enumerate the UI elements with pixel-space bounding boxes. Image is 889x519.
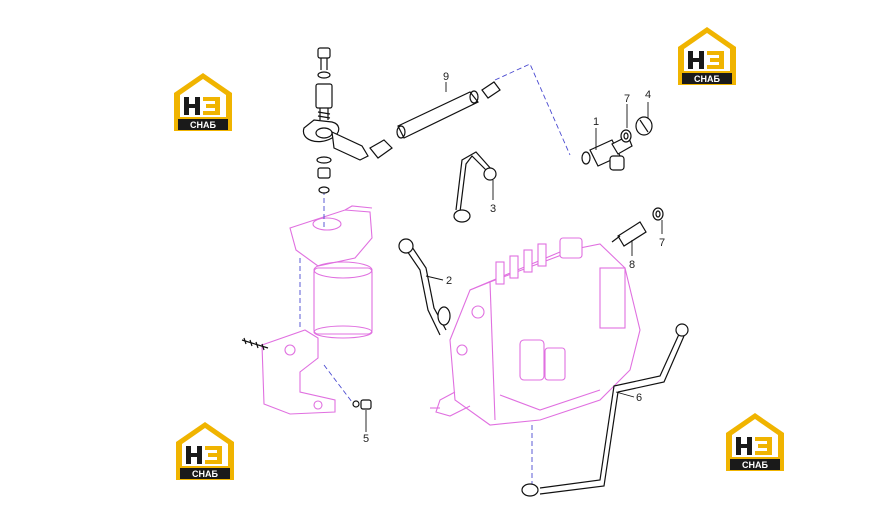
callout-9: 9 [443,71,449,83]
washer-part-7 [620,129,632,143]
tee-fitting-part-1 [581,135,633,171]
callout-1: 1 [593,116,599,128]
assembly-axes [299,63,571,485]
pipe-part-3 [453,151,497,223]
hose-assembly-part-9 [369,81,501,159]
brand-logo: CHAБ [676,25,738,87]
callout-4: 4 [645,89,651,101]
brand-logo-graphic: CHAБ [726,413,784,471]
bolt-part-5 [352,399,372,410]
banjo-bolt-stack [302,47,369,194]
callout-2: 2 [446,275,452,287]
leader-lines [365,82,663,432]
bracket-ghost [241,329,336,415]
brand-logo-graphic: CHAБ [174,73,232,131]
washer-part-7b [652,207,664,221]
brand-logo: CHAБ [174,420,236,482]
fuel-filter-ghost [289,205,373,339]
brand-logo: CHAБ [724,411,786,473]
callout-3: 3 [490,203,496,215]
connector-part-8 [611,221,647,247]
callout-8: 8 [629,259,635,271]
brand-logo-graphic: CHAБ [678,27,736,85]
callout-6: 6 [636,392,642,404]
pipe-part-2 [398,238,451,336]
cap-nut-part-4 [635,116,653,136]
callout-5: 5 [363,433,369,445]
svg-text:CHAБ: CHAБ [192,469,218,479]
brand-logo: CHAБ [172,71,234,133]
svg-text:CHAБ: CHAБ [694,74,720,84]
callout-7b: 7 [659,237,665,249]
svg-text:CHAБ: CHAБ [190,120,216,130]
brand-logo-graphic: CHAБ [176,422,234,480]
svg-text:CHAБ: CHAБ [742,460,768,470]
callout-7: 7 [624,93,630,105]
injection-pump-ghost [430,237,641,426]
pipe-part-6 [521,323,689,497]
